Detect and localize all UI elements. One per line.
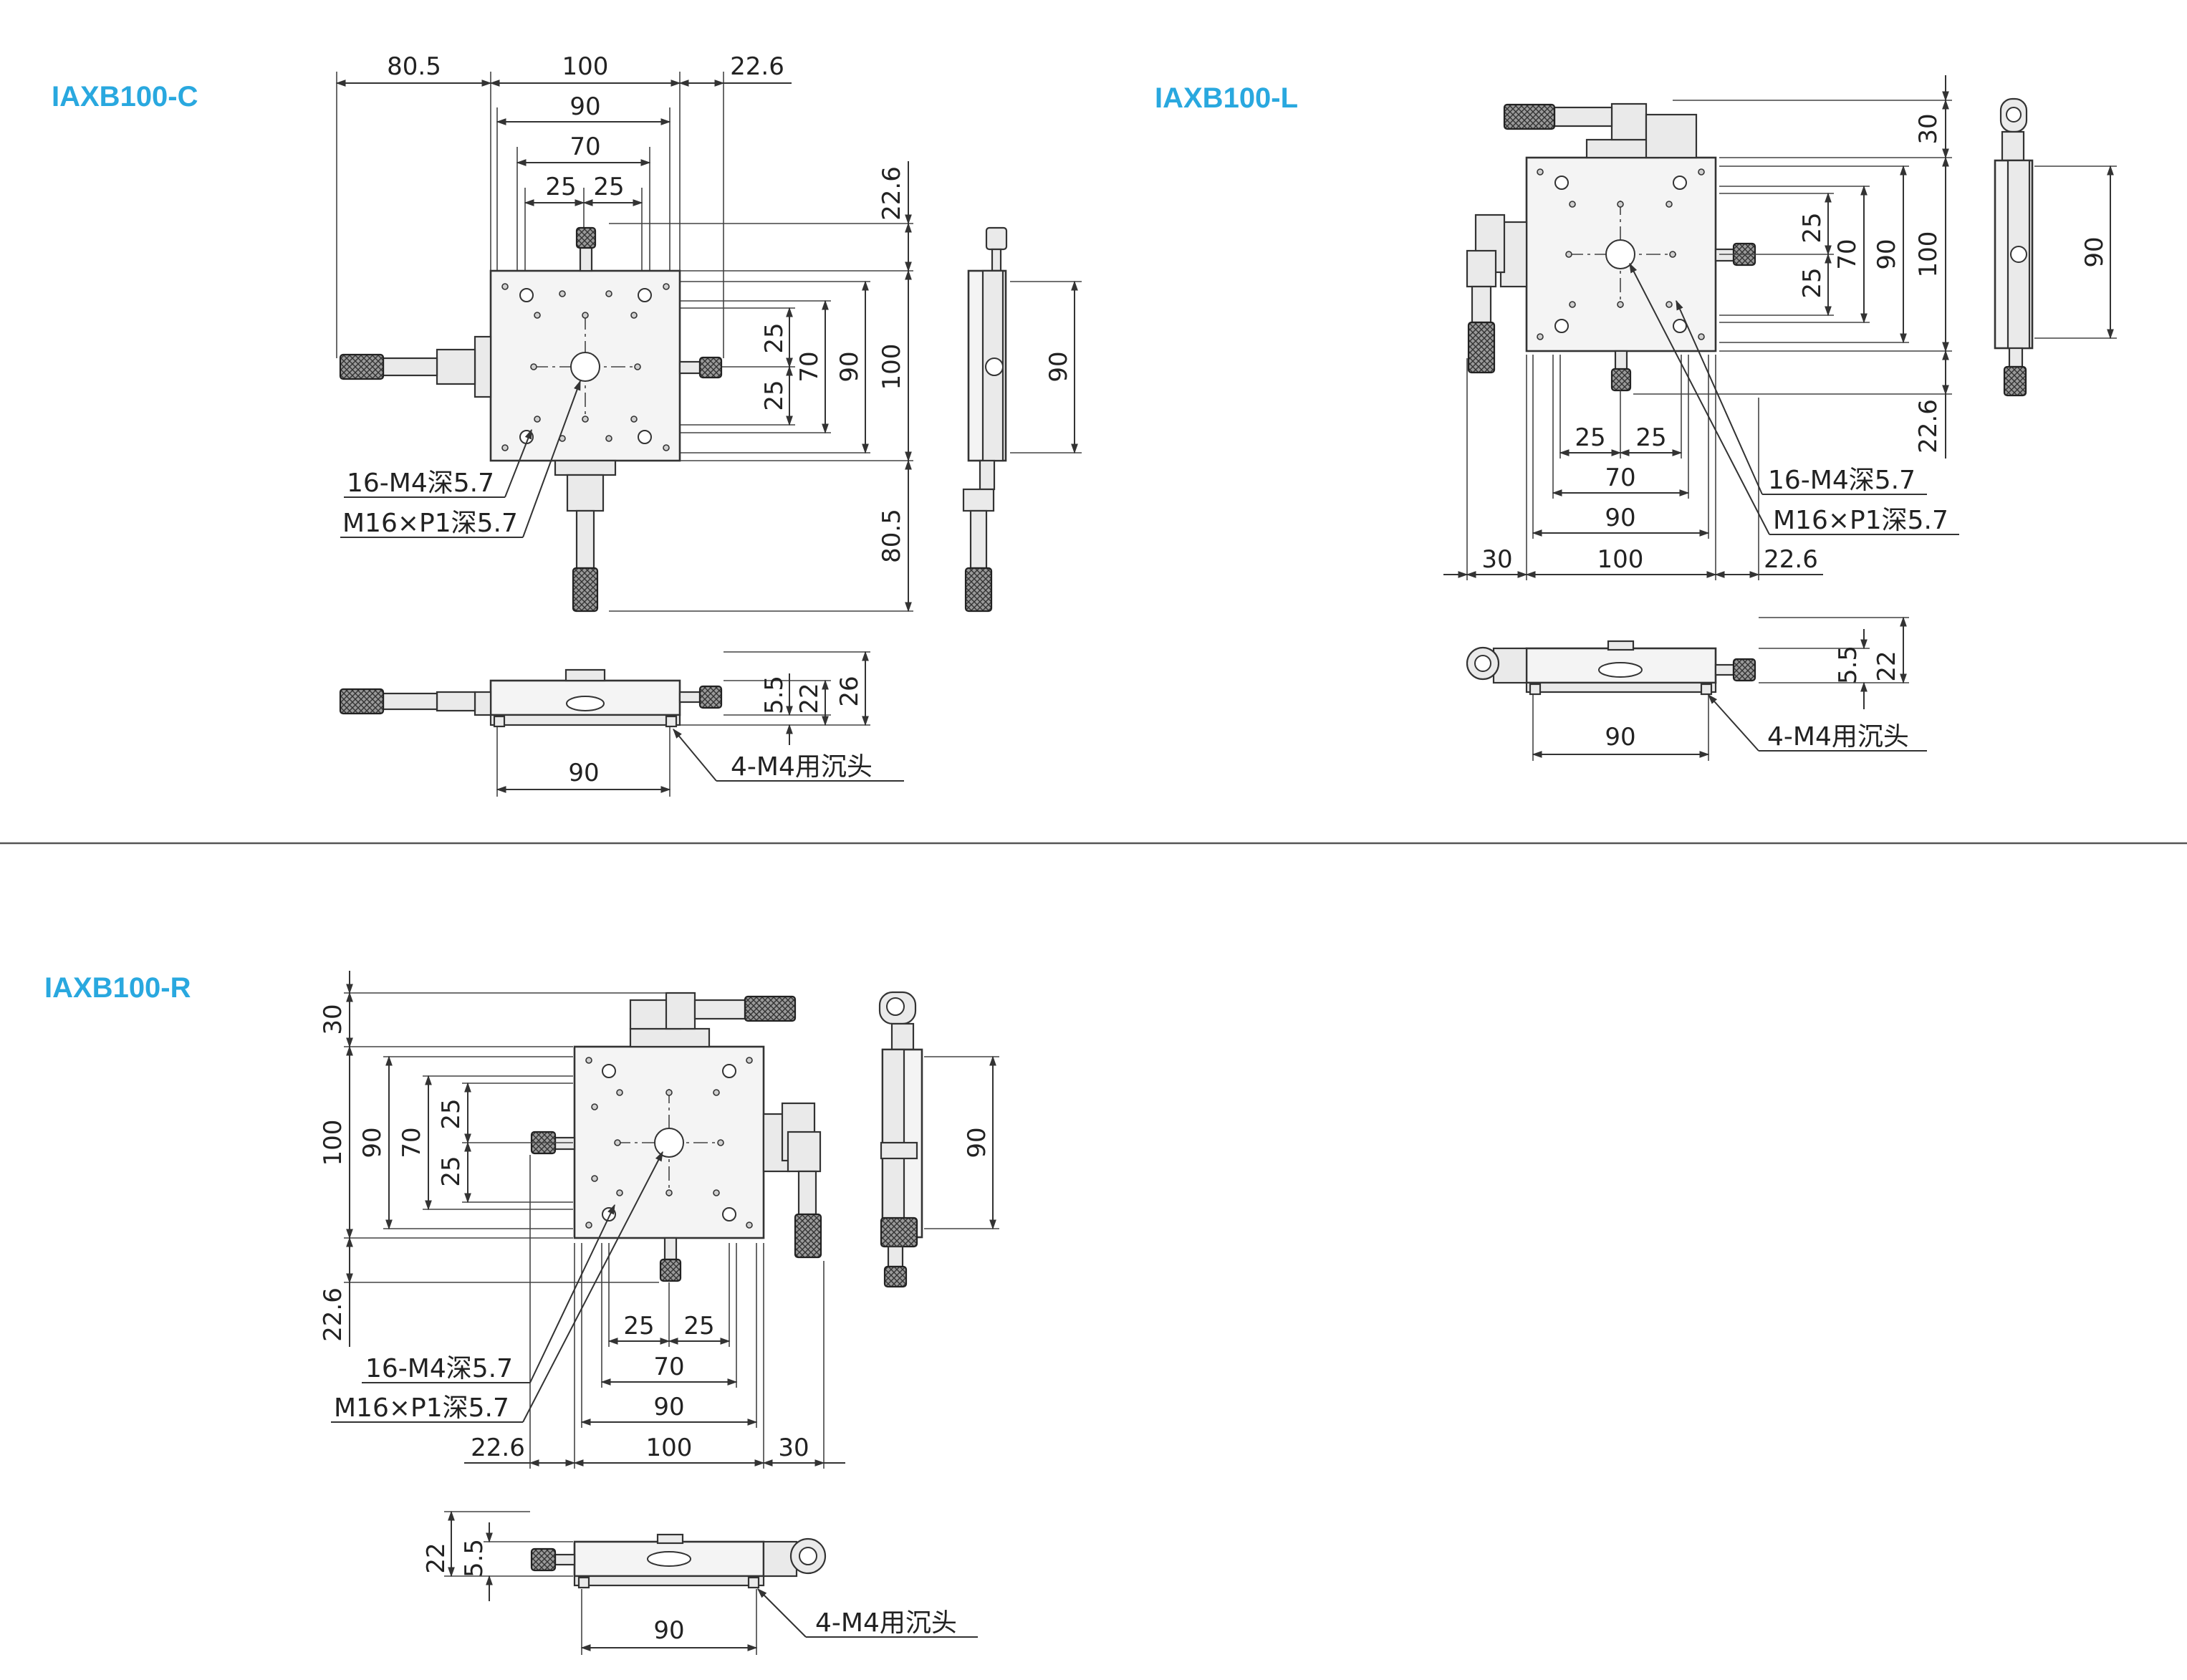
model-l-side-view: 90: [1994, 97, 2117, 397]
dim-c-25b-right: 25: [760, 380, 789, 411]
dim-l-25b-right: 25: [1798, 267, 1827, 298]
dim-r-70-bottom: 70: [653, 1353, 684, 1381]
dim-c-80.5-right: 80.5: [878, 509, 906, 563]
dim-r-30-left: 30: [319, 1004, 347, 1035]
dim-l-25a-bottom: 25: [1575, 423, 1605, 452]
title-iaxb100-l: IAXB100-L: [1155, 82, 1298, 114]
callout-l-m16: M16×P1深5.7: [1773, 506, 1948, 535]
dim-r-front-5.5: 5.5: [460, 1539, 489, 1578]
callout-r-16-m4: 16-M4深5.7: [365, 1354, 513, 1383]
dim-c-22.6-right: 22.6: [878, 166, 906, 221]
dim-c-25a-top: 25: [545, 173, 576, 201]
dim-l-30-right: 30: [1914, 113, 1943, 144]
dim-l-30-bottom: 30: [1481, 545, 1512, 574]
dim-r-25b-left: 25: [437, 1156, 466, 1186]
dim-r-90-left: 90: [358, 1127, 387, 1158]
dim-l-22.6-bottom: 22.6: [1764, 545, 1818, 574]
model-c-side-view: 90: [962, 226, 1082, 613]
model-c-front-view: 5.5 22 26 90 4-M4用沉头: [339, 651, 904, 797]
dim-l-front-90: 90: [1605, 723, 1635, 752]
dim-r-90-bottom: 90: [653, 1393, 684, 1421]
dim-c-100-right: 100: [878, 344, 906, 390]
title-iaxb100-r: IAXB100-R: [44, 972, 191, 1004]
dim-r-22.6-left: 22.6: [319, 1287, 347, 1342]
dim-c-25a-right: 25: [760, 322, 789, 353]
dim-r-100-left: 100: [319, 1120, 347, 1166]
dim-l-90-bottom: 90: [1605, 504, 1635, 532]
callout-c-4-m4: 4-M4用沉头: [731, 752, 873, 782]
dim-l-25a-right: 25: [1798, 212, 1827, 243]
model-r-side-view: 90: [878, 991, 999, 1288]
dim-c-front-90: 90: [568, 759, 599, 787]
dim-r-front-22: 22: [422, 1542, 451, 1573]
dim-c-90-top: 90: [569, 92, 600, 121]
dim-r-25a-left: 25: [437, 1098, 466, 1129]
callout-l-16-m4: 16-M4深5.7: [1768, 466, 1916, 495]
title-iaxb100-c: IAXB100-C: [52, 81, 198, 112]
callout-l-4-m4: 4-M4用沉头: [1767, 722, 1909, 752]
dim-r-70-left: 70: [398, 1127, 426, 1158]
dim-l-side-90: 90: [2080, 236, 2109, 267]
dim-l-100-bottom: 100: [1597, 545, 1644, 574]
dim-r-30-bottom: 30: [778, 1434, 809, 1462]
dim-c-100-top: 100: [562, 52, 609, 81]
dim-r-100-bottom: 100: [646, 1434, 693, 1462]
callout-r-m16: M16×P1深5.7: [334, 1393, 509, 1423]
model-l-top-view: 30 25 25 70 90 100 22.6 25 25 70 90 30 1…: [1443, 75, 1959, 580]
dim-c-front-22: 22: [795, 683, 824, 714]
dim-r-25a-bottom: 25: [623, 1312, 654, 1340]
model-c-top-view: 80.5 100 22.6 90 70 25 25 22.6 25 25 70 …: [335, 52, 913, 613]
dim-r-25b-bottom: 25: [683, 1312, 714, 1340]
dim-c-70-top: 70: [569, 133, 600, 161]
dim-l-front-5.5: 5.5: [1834, 645, 1862, 684]
dim-l-90-right: 90: [1873, 239, 1901, 269]
callout-c-m16: M16×P1深5.7: [342, 509, 518, 538]
dim-c-90-right: 90: [835, 351, 864, 382]
dim-c-22.6-top: 22.6: [730, 52, 784, 81]
dim-c-front-5.5: 5.5: [760, 676, 789, 714]
callout-r-4-m4: 4-M4用沉头: [815, 1608, 957, 1638]
dim-r-22.6-bottom: 22.6: [471, 1434, 525, 1462]
dim-l-front-22: 22: [1873, 651, 1901, 681]
model-l-front-view: 5.5 22 90 4-M4用沉头: [1466, 616, 1927, 761]
callout-c-16-m4: 16-M4深5.7: [347, 469, 494, 498]
dim-c-front-26: 26: [835, 676, 864, 706]
dim-l-25b-bottom: 25: [1635, 423, 1666, 452]
dim-c-side-90: 90: [1044, 351, 1073, 382]
dim-c-80.5-top: 80.5: [387, 52, 441, 81]
dim-r-side-90: 90: [963, 1127, 991, 1158]
model-r-top-view: 30 100 90 70 25 25 22.6 25 25 70 90 22.6…: [319, 971, 845, 1469]
dim-l-70-right: 70: [1833, 239, 1862, 269]
dim-r-front-90: 90: [653, 1616, 684, 1645]
dim-l-70-bottom: 70: [1605, 464, 1635, 492]
dim-c-70-right: 70: [795, 351, 824, 382]
dim-l-100-right: 100: [1914, 231, 1943, 278]
dim-c-25b-top: 25: [593, 173, 624, 201]
dim-l-22.6-right: 22.6: [1914, 399, 1943, 453]
model-r-front-view: 22 5.5 90 4-M4用沉头: [422, 1510, 978, 1655]
